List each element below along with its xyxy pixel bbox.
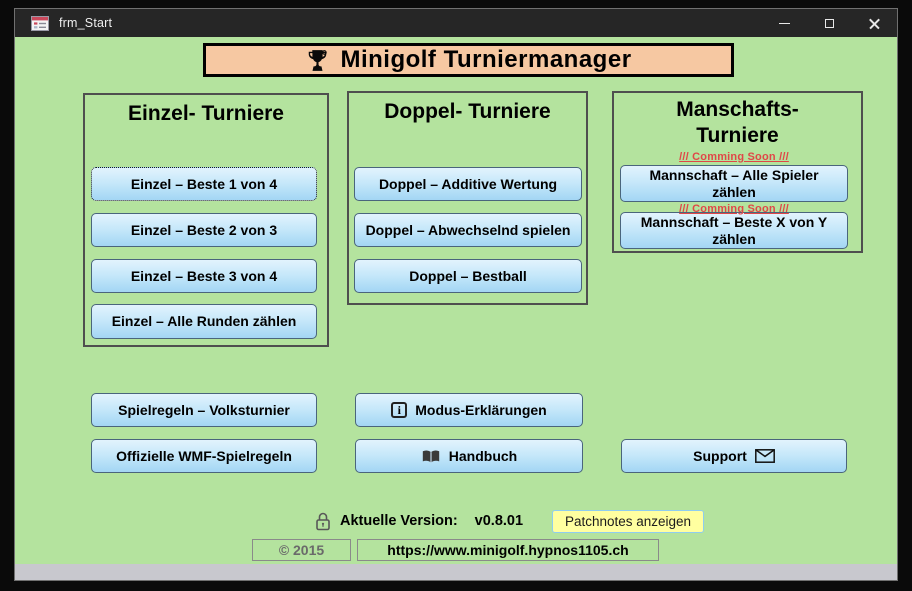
group-doppel-turniere: Doppel- Turniere <box>347 91 588 305</box>
record-selector-bar <box>15 564 897 580</box>
button-label: Einzel – Beste 3 von 4 <box>130 267 278 284</box>
version-value: v0.8.01 <box>474 513 524 529</box>
coming-soon-label: /// Comming Soon /// <box>679 151 789 163</box>
button-doppel-bestball[interactable]: Doppel – Bestball <box>354 259 582 293</box>
copyright-text: © 2015 <box>278 542 325 558</box>
button-mannschaft-beste-x-von-y[interactable]: Mannschaft – Beste X von Y zählen <box>620 212 848 249</box>
form-body: Minigolf Turniermanager Einzel- Turniere… <box>15 37 897 564</box>
group-title-line2: Turniere <box>696 124 779 147</box>
button-label: Handbuch <box>448 447 518 464</box>
window-title: frm_Start <box>59 16 113 30</box>
button-label: Doppel – Bestball <box>409 267 527 284</box>
button-doppel-abwechselnd[interactable]: Doppel – Abwechselnd spielen <box>354 213 582 247</box>
button-einzel-beste-3-von-4[interactable]: Einzel – Beste 3 von 4 <box>91 259 317 293</box>
button-wmf-spielregeln[interactable]: Offizielle WMF-Spielregeln <box>91 439 317 473</box>
button-patchnotes[interactable]: Patchnotes anzeigen <box>552 510 704 533</box>
book-icon <box>422 449 439 462</box>
button-label: Doppel – Abwechselnd spielen <box>365 221 571 238</box>
app-window: frm_Start Minigolf Turniermanager Einze <box>14 8 898 581</box>
button-einzel-alle-runden[interactable]: Einzel – Alle Runden zählen <box>91 304 317 339</box>
form-icon <box>31 15 49 31</box>
button-label: Einzel – Beste 2 von 3 <box>130 221 278 238</box>
button-einzel-beste-2-von-3[interactable]: Einzel – Beste 2 von 3 <box>91 213 317 247</box>
app-title: Minigolf Turniermanager <box>340 46 632 73</box>
version-label: Aktuelle Version: <box>340 513 458 529</box>
lock-icon <box>316 512 330 531</box>
button-label: Mannschaft – Beste X von Y zählen <box>640 213 828 247</box>
copyright-box: © 2015 <box>252 539 351 561</box>
close-button[interactable] <box>852 9 897 37</box>
info-icon: i <box>391 402 408 418</box>
title-bar: frm_Start <box>15 9 897 37</box>
group-title-line1: Manschafts- <box>676 98 799 121</box>
button-spielregeln-volksturnier[interactable]: Spielregeln – Volksturnier <box>91 393 317 427</box>
group-einzel-turniere: Einzel- Turniere <box>83 93 329 347</box>
trophy-icon <box>309 49 328 71</box>
button-label: Modus-Erklärungen <box>415 401 547 418</box>
close-icon <box>869 18 880 29</box>
button-handbuch[interactable]: Handbuch <box>355 439 583 473</box>
button-support[interactable]: Support <box>621 439 847 473</box>
info-glyph: i <box>397 402 401 417</box>
envelope-icon <box>754 449 775 463</box>
website-url-box[interactable]: https://www.minigolf.hypnos1105.ch <box>357 539 659 561</box>
website-url: https://www.minigolf.hypnos1105.ch <box>387 542 629 558</box>
group-mannschafts-turniere: Manschafts- Turniere <box>612 91 863 253</box>
button-mannschaft-alle-spieler[interactable]: Mannschaft – Alle Spieler zählen <box>620 165 848 202</box>
button-doppel-additive-wertung[interactable]: Doppel – Additive Wertung <box>354 167 582 201</box>
app-header: Minigolf Turniermanager <box>203 43 734 77</box>
button-label: Spielregeln – Volksturnier <box>118 401 290 418</box>
minimize-button[interactable] <box>762 9 807 37</box>
button-label: Patchnotes anzeigen <box>564 514 692 529</box>
minimize-icon <box>779 22 790 24</box>
button-label: Doppel – Additive Wertung <box>378 175 558 192</box>
group-title: Doppel- Turniere <box>384 100 551 123</box>
version-row: Aktuelle Version: v0.8.01 <box>315 509 523 533</box>
button-label: Support <box>693 447 747 464</box>
button-label: Mannschaft – Alle Spieler zählen <box>649 166 819 200</box>
group-title: Einzel- Turniere <box>128 102 284 125</box>
maximize-icon <box>825 18 834 28</box>
button-label: Offizielle WMF-Spielregeln <box>116 447 292 464</box>
button-einzel-beste-1-von-4[interactable]: Einzel – Beste 1 von 4 <box>91 167 317 201</box>
button-label: Einzel – Beste 1 von 4 <box>130 175 278 192</box>
coming-soon-label: /// Comming Soon /// <box>679 203 789 215</box>
maximize-button[interactable] <box>807 9 852 37</box>
button-label: Einzel – Alle Runden zählen <box>111 313 297 329</box>
button-modus-erklaerungen[interactable]: i Modus-Erklärungen <box>355 393 583 427</box>
